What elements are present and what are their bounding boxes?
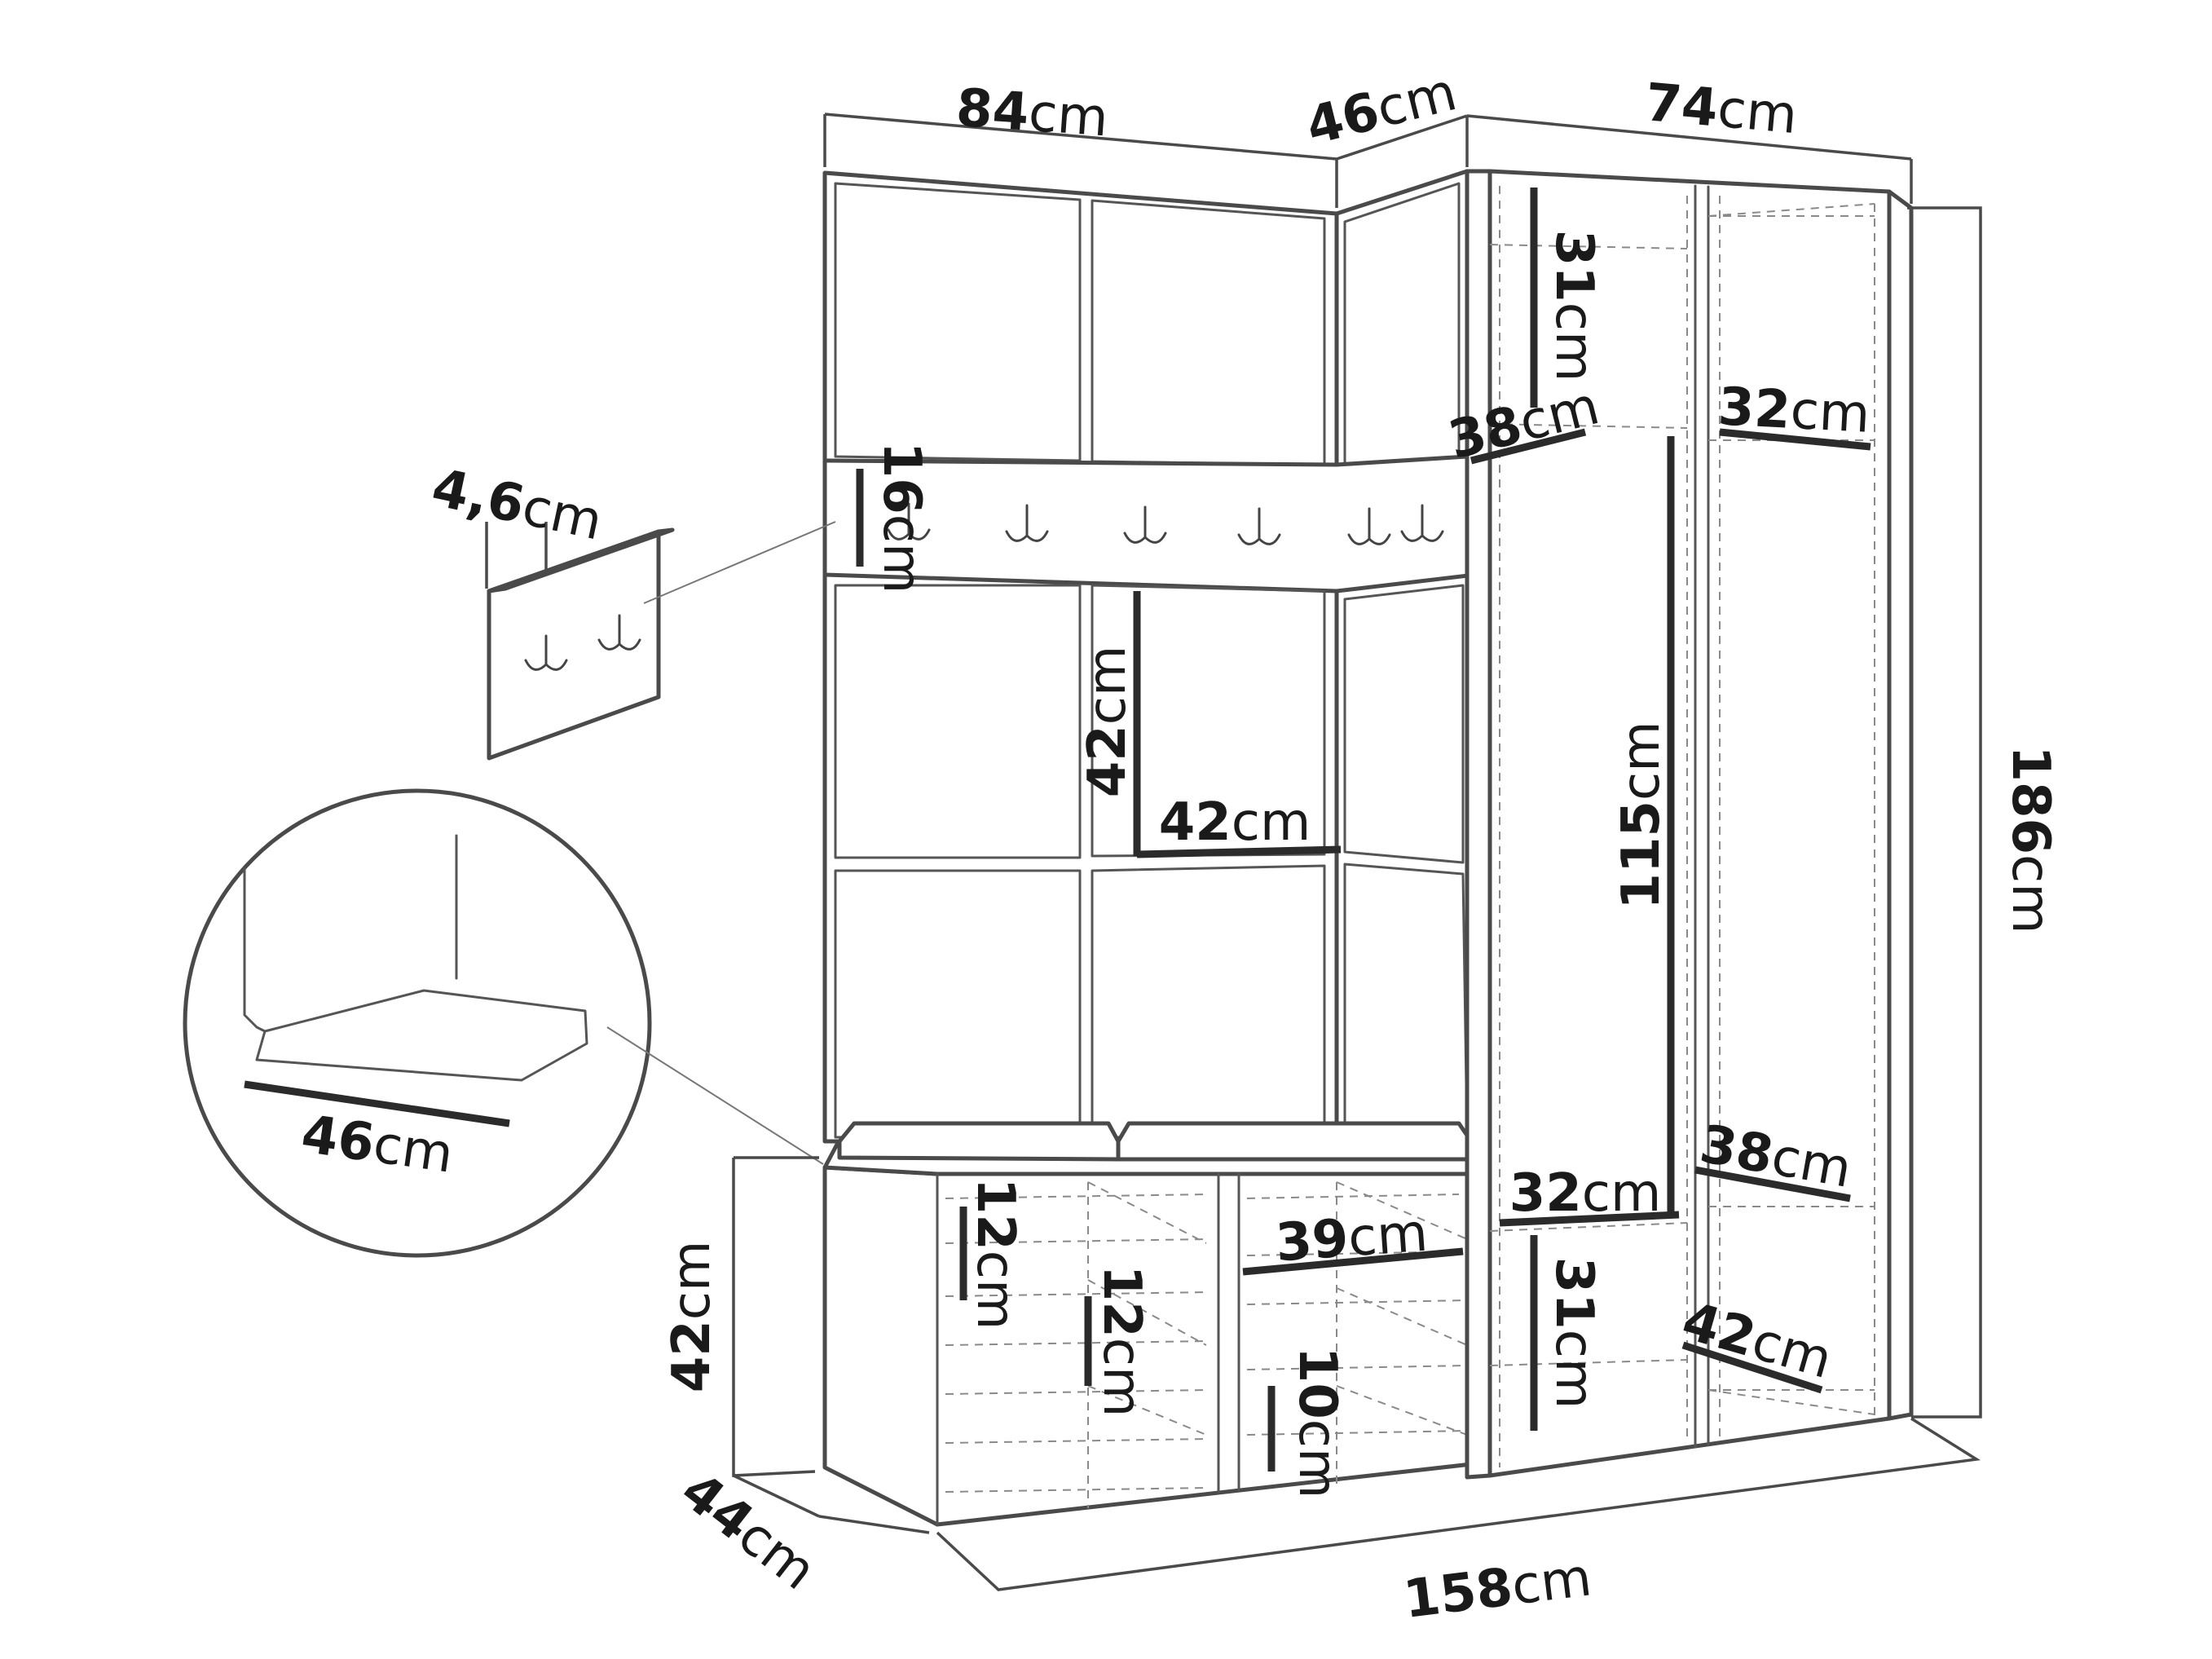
- marker-bottom-depth: [1681, 1341, 1823, 1394]
- label-shoe-shelf-a: 12cm: [965, 1178, 1025, 1330]
- panel-r2-c: [1343, 584, 1465, 864]
- label-panel-width: 42cm: [1159, 792, 1311, 853]
- hook-board-edge: [487, 527, 675, 593]
- hook-icon: [1400, 504, 1444, 542]
- label-inner-width: 32cm: [1509, 1163, 1662, 1224]
- dimension-labels: 84cm 46cm 74cm 186cm 16cm 4,6cm 42cm 42c…: [297, 62, 2060, 1630]
- marker-right-shelf-top: [1719, 428, 1871, 451]
- hook-icon: [887, 502, 931, 540]
- label-lower-shelf-gap: 31cm: [1544, 1257, 1604, 1410]
- hook-leader-line: [643, 521, 836, 604]
- seat-detail: [183, 788, 824, 1258]
- marker-drawer-width: [1242, 1247, 1464, 1276]
- label-panel-height: 42cm: [1077, 646, 1138, 798]
- label-top-left-width: 84cm: [954, 78, 1110, 149]
- label-total-height: 186cm: [2000, 745, 2060, 933]
- hook-icon: [1123, 505, 1167, 544]
- label-bench-height: 42cm: [662, 1241, 722, 1393]
- label-right-shelf-low: 38cm: [1695, 1114, 1856, 1200]
- label-hanging-height: 115cm: [1611, 721, 1672, 909]
- cabinet-right-side: [1887, 189, 1914, 1421]
- hook-rail-hooks: [887, 502, 1444, 545]
- seat-cushion-right: [1116, 1121, 1474, 1162]
- back-wall-corner: [1334, 169, 1486, 1144]
- label-top-right-width: 74cm: [1643, 73, 1800, 146]
- marker-right-shelf-low: [1694, 1166, 1851, 1202]
- hook-icon: [524, 634, 568, 671]
- dimension-lines: [732, 113, 1982, 1591]
- seat-cushion-left: [837, 1121, 1121, 1162]
- cabinet-interior: [1489, 186, 1875, 1467]
- panel-r2-b: [1091, 584, 1326, 858]
- hook-icon: [1237, 507, 1281, 545]
- cabinet-left-side: [1465, 169, 1492, 1480]
- label-drawer-width: 39cm: [1274, 1203, 1430, 1274]
- label-drawer-gap: 10cm: [1287, 1347, 1347, 1499]
- panel-r2-a: [834, 584, 1082, 859]
- wardrobe-body: [822, 169, 1914, 1527]
- marker-inner-width: [1499, 1211, 1680, 1227]
- hook-icon: [597, 614, 641, 651]
- seat-detail-back: [243, 834, 458, 1033]
- hook-detail: [485, 521, 836, 761]
- hook-icon: [1347, 507, 1391, 545]
- hook-icon: [1005, 504, 1049, 542]
- label-hook-depth: 4,6cm: [427, 457, 608, 552]
- seat-detail-cushion: [255, 989, 588, 1082]
- label-hook-rail-height: 16cm: [871, 442, 932, 594]
- marker-shelf-depth: [1470, 428, 1587, 465]
- label-shoe-shelf-b: 12cm: [1091, 1265, 1152, 1418]
- marker-panel-width: [1136, 845, 1342, 858]
- marker-seat-width: [244, 1080, 510, 1127]
- label-total-width: 158cm: [1400, 1547, 1594, 1630]
- label-right-shelf-top: 32cm: [1716, 377, 1871, 445]
- seat-leader-line: [606, 1026, 824, 1165]
- label-seat-width: 46cm: [297, 1105, 456, 1185]
- seat-detail-circle: [183, 788, 652, 1258]
- label-top-shelf-gap: 31cm: [1544, 230, 1604, 382]
- dimension-markers: [244, 188, 1871, 1471]
